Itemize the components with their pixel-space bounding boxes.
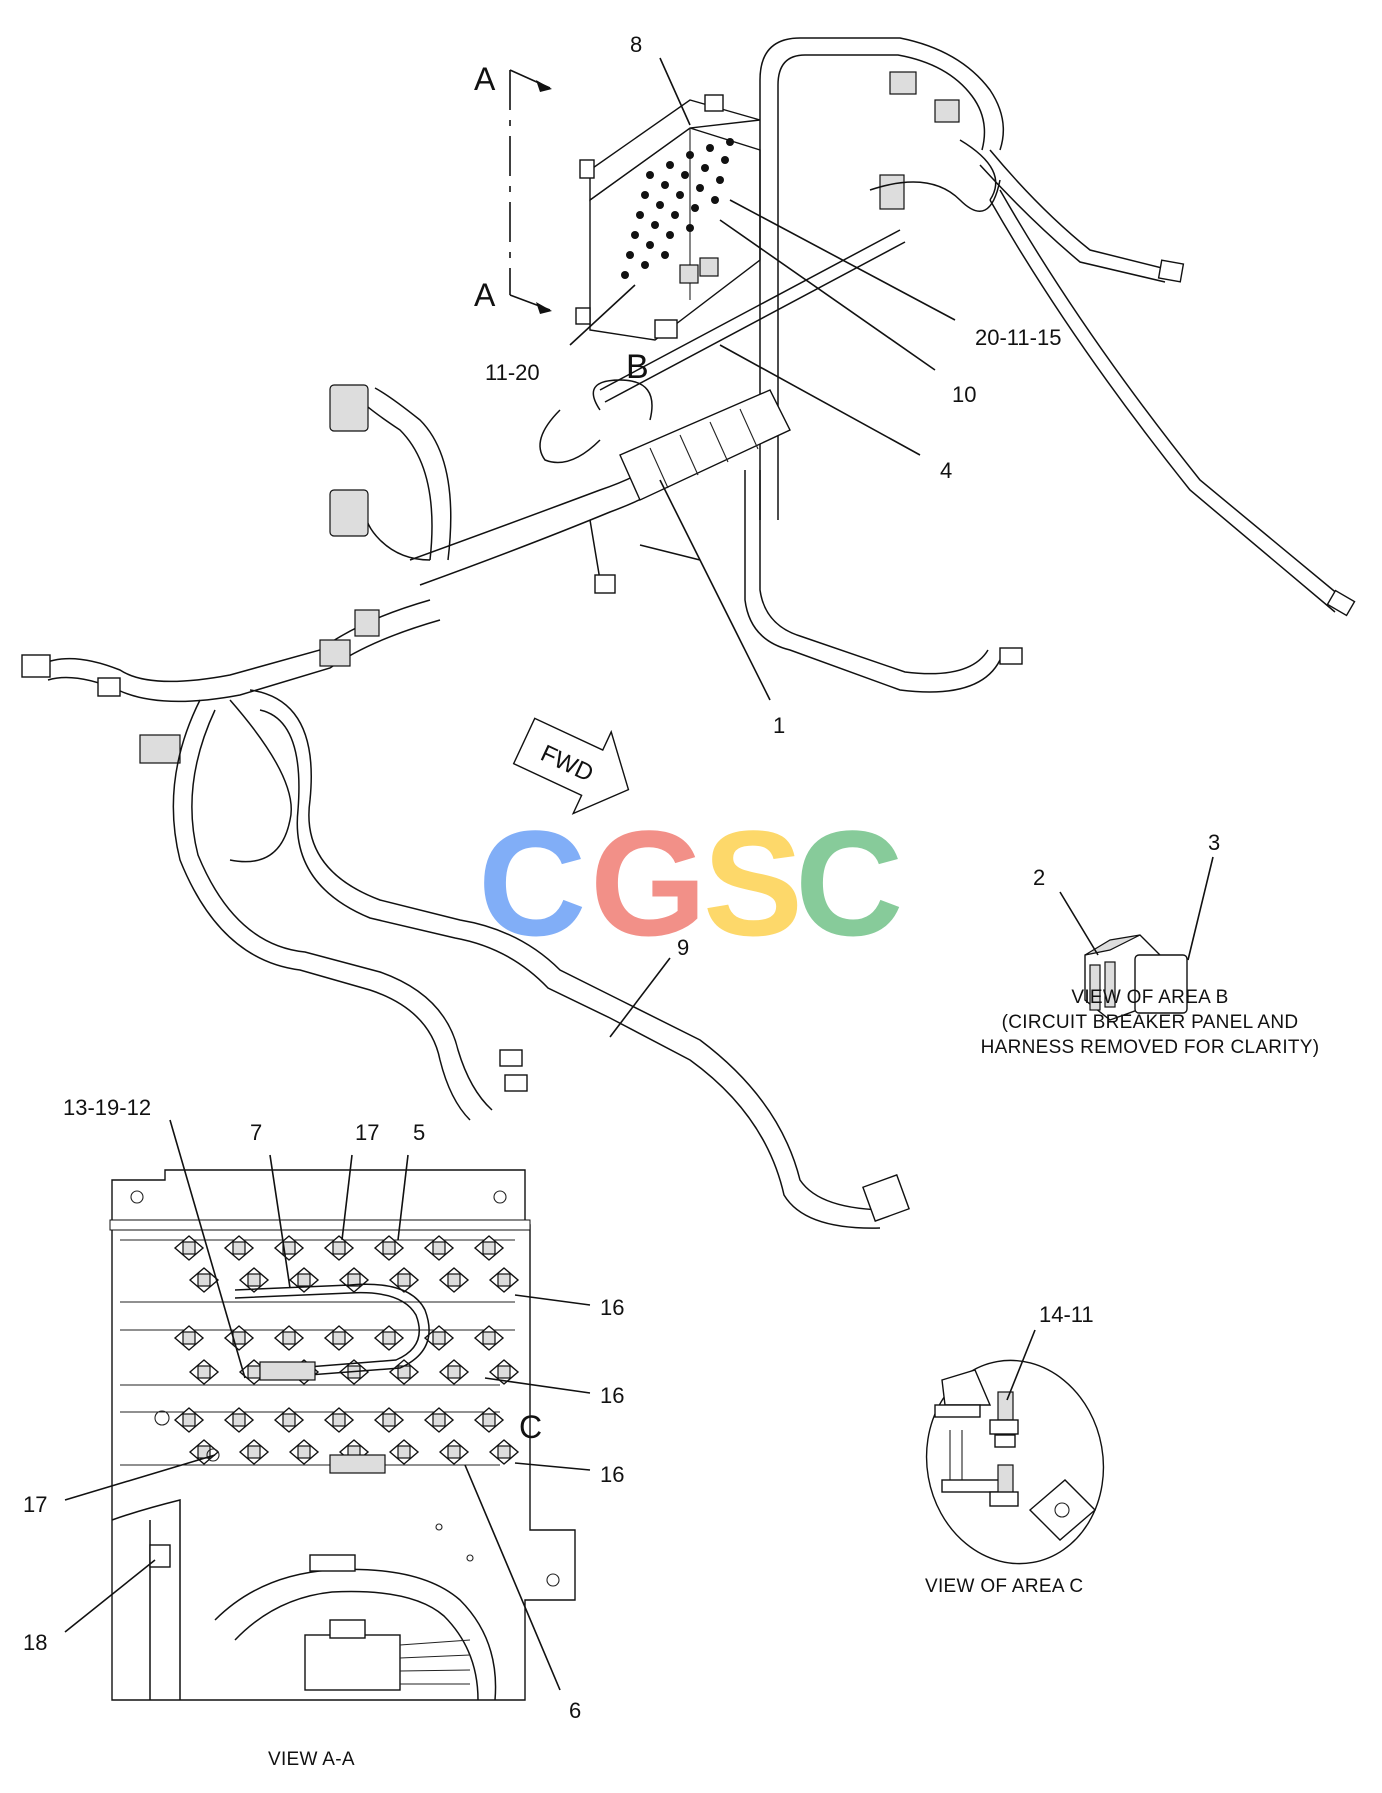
callout-20-11-15: 20-11-15 [975,325,1061,350]
view-area-c: 14-11 VIEW OF AREA C [925,1302,1105,1597]
view-c-caption: VIEW OF AREA C [925,1576,1083,1597]
callouts-main: 8 20-11-15 10 11-20 B 4 1 9 [485,32,1061,1038]
section-marker-top: A [474,61,496,97]
callout-16-c: 16 [600,1462,624,1487]
breaker-nut [447,1445,461,1459]
breaker-nut [397,1445,411,1459]
watermark-letter: G [590,799,707,967]
breaker-nut [332,1241,346,1255]
view-b-caption-1: VIEW OF AREA B [1071,987,1228,1008]
breaker-nut [397,1273,411,1287]
breaker-nut [347,1273,361,1287]
main-wiring-harness [21,37,1356,1229]
callout-13-19-12: 13-19-12 [63,1095,151,1120]
view-a-a-caption: VIEW A-A [268,1749,355,1770]
breaker-nut [182,1331,196,1345]
breaker-nut [247,1445,261,1459]
breaker-nut [382,1413,396,1427]
area-marker-b: B [626,348,649,386]
breaker-nut [332,1331,346,1345]
callout-14-11: 14-11 [1039,1302,1094,1327]
breaker-nut [432,1413,446,1427]
breaker-nut [432,1241,446,1255]
breaker-nut [497,1365,511,1379]
circuit-breaker-panel [575,94,761,341]
callout-10: 10 [952,382,976,407]
callout-9: 9 [677,935,689,960]
callout-3: 3 [1208,830,1220,855]
breaker-nut [197,1365,211,1379]
view-b-caption-3: HARNESS REMOVED FOR CLARITY) [981,1037,1320,1058]
breaker-nut [182,1241,196,1255]
breaker-nut [197,1273,211,1287]
relay-block [619,389,791,501]
callout-11-20: 11-20 [485,360,540,385]
breaker-nut [297,1273,311,1287]
breaker-nut [182,1413,196,1427]
callout-17-top: 17 [355,1120,379,1145]
view-area-b: 2 3 VIEW OF AREA B (CIRCUIT BREAKER PANE… [981,830,1320,1058]
callout-6: 6 [569,1698,581,1723]
breaker-nut [332,1413,346,1427]
breaker-nut [297,1445,311,1459]
breaker-nut [447,1273,461,1287]
cgsc-watermark: C G S C [478,799,903,967]
callout-17-left: 17 [23,1492,47,1517]
callout-1: 1 [773,713,785,738]
breaker-nut [447,1365,461,1379]
breaker-nut [382,1331,396,1345]
breaker-nut [232,1413,246,1427]
breaker-nut [497,1445,511,1459]
watermark-letter: S [703,799,803,967]
watermark-letter: C [795,799,903,967]
callout-16-b: 16 [600,1383,624,1408]
watermark-letter: C [478,799,586,967]
callout-18: 18 [23,1630,47,1655]
breaker-nut [247,1365,261,1379]
breaker-nut [232,1241,246,1255]
breaker-nut [482,1331,496,1345]
forward-direction-arrow: FWD [512,717,630,815]
breaker-nut [247,1273,261,1287]
breaker-nut [282,1241,296,1255]
callout-5: 5 [413,1120,425,1145]
breaker-nut [282,1331,296,1345]
section-line-a-a: A A [474,61,552,314]
breaker-nut [432,1331,446,1345]
view-b-caption-2: (CIRCUIT BREAKER PANEL AND [1002,1012,1299,1033]
breaker-nut [382,1241,396,1255]
view-a-a: C 13-19-12 7 17 5 16 16 16 17 18 6 VIEW … [23,1095,624,1770]
breaker-nut [482,1413,496,1427]
callout-8: 8 [630,32,642,57]
breaker-nut [482,1241,496,1255]
callout-4: 4 [940,458,952,483]
breaker-nut [497,1273,511,1287]
area-marker-c: C [519,1409,542,1445]
callout-2: 2 [1033,865,1045,890]
callout-7: 7 [250,1120,262,1145]
section-marker-bottom: A [474,277,496,313]
breaker-nut [282,1413,296,1427]
breaker-grid [621,138,734,339]
callout-16-a: 16 [600,1295,624,1320]
